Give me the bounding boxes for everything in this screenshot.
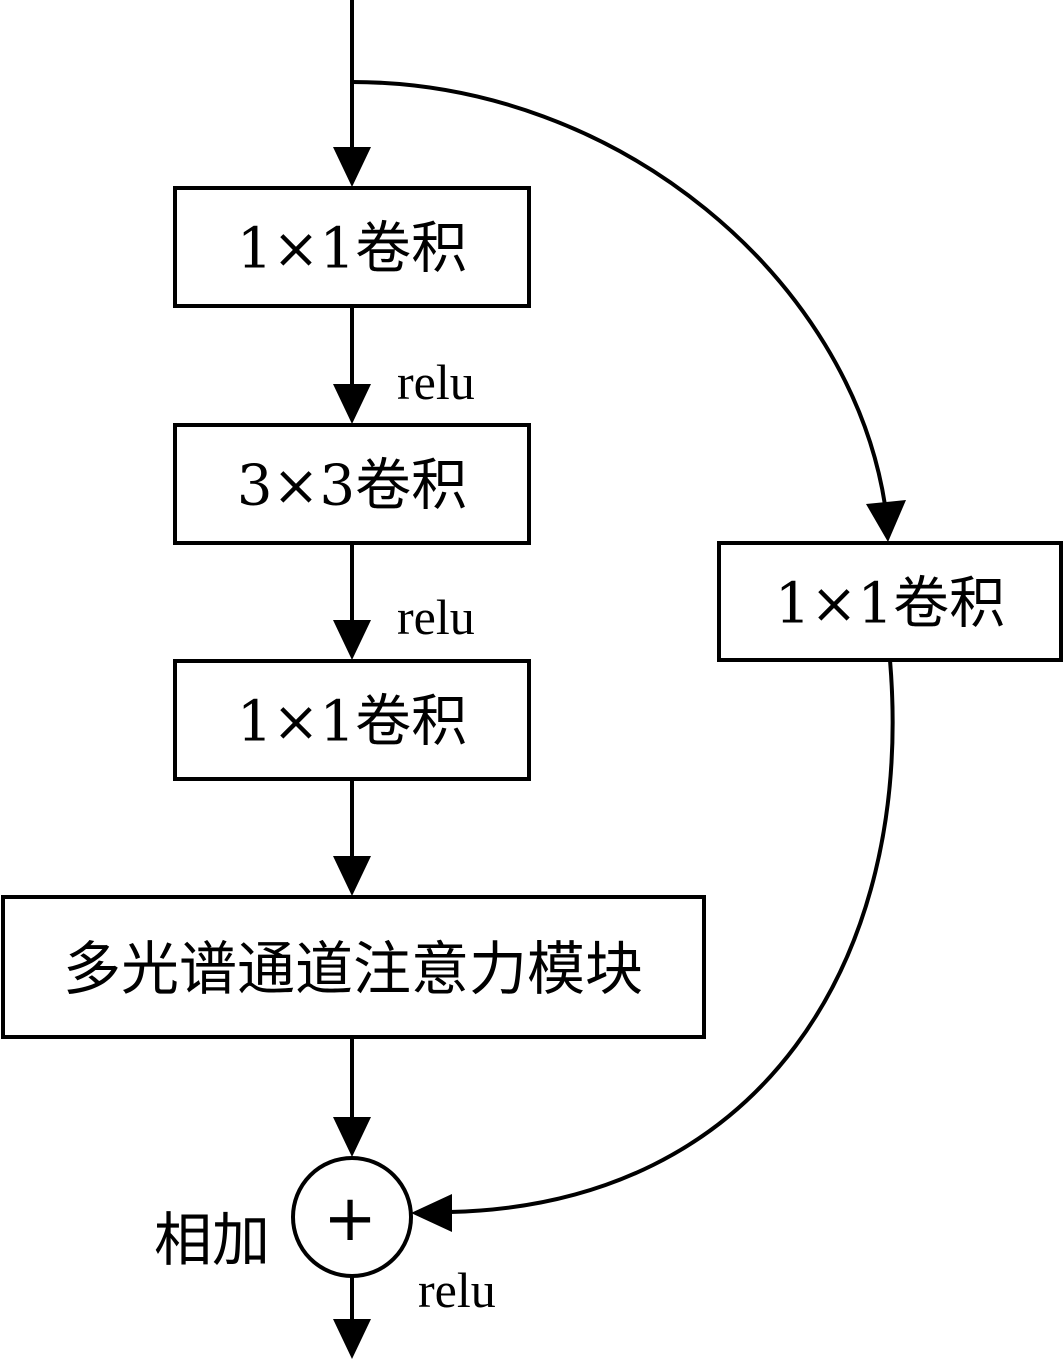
arrow-attention-to-add bbox=[333, 1037, 371, 1157]
add-label: 相加 bbox=[154, 1206, 270, 1274]
conv1x1-block-2-label: 1×1卷积 bbox=[237, 690, 467, 755]
attention-block: 多光谱通道注意力模块 bbox=[1, 895, 706, 1039]
arrow-conv1-to-conv3 bbox=[333, 306, 371, 424]
relu-label-2: relu bbox=[397, 589, 475, 645]
arrow-output bbox=[333, 1276, 371, 1359]
arrow-input bbox=[333, 0, 371, 187]
arrow-shortcut-in bbox=[351, 80, 906, 542]
conv1x1-block-1-label: 1×1卷积 bbox=[237, 217, 467, 282]
conv3x3-block: 3×3卷积 bbox=[173, 423, 531, 545]
conv3x3-block-label: 3×3卷积 bbox=[237, 454, 467, 519]
arrow-shortcut-out bbox=[411, 659, 895, 1232]
relu-label-3: relu bbox=[418, 1262, 496, 1318]
plus-icon: + bbox=[323, 1182, 377, 1256]
attention-block-label: 多光谱通道注意力模块 bbox=[63, 935, 643, 1003]
arrow-conv3-to-conv2 bbox=[333, 543, 371, 660]
conv1x1-block-2: 1×1卷积 bbox=[173, 659, 531, 781]
shortcut-conv1x1-block-label: 1×1卷积 bbox=[775, 572, 1005, 637]
arrow-conv2-to-attention bbox=[333, 779, 371, 896]
shortcut-conv1x1-block: 1×1卷积 bbox=[717, 541, 1063, 662]
add-node: + bbox=[291, 1156, 413, 1278]
relu-label-1: relu bbox=[397, 354, 475, 410]
conv1x1-block-1: 1×1卷积 bbox=[173, 186, 531, 308]
